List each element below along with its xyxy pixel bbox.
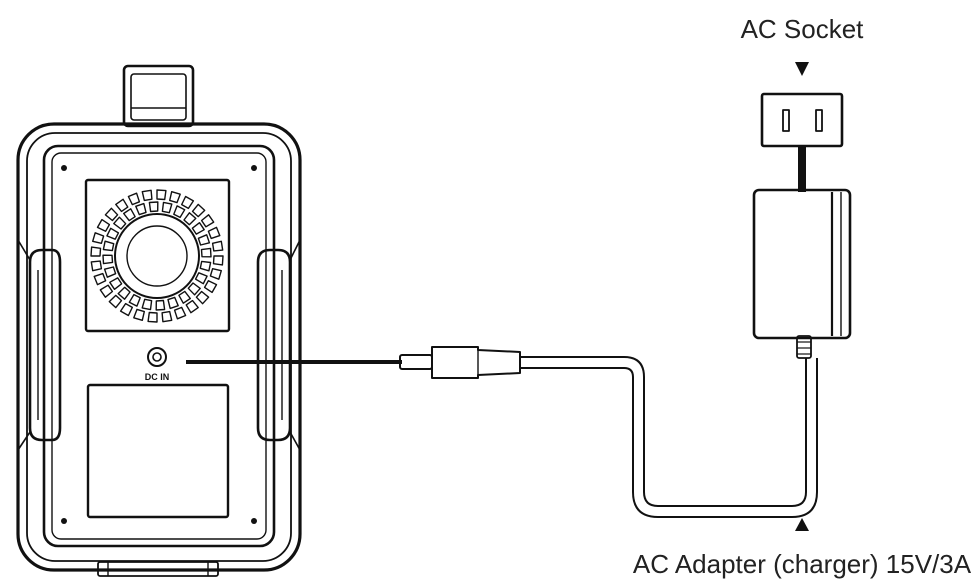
fan-vent-slot (178, 290, 192, 304)
fan-vent-slot (148, 201, 159, 213)
fan-vent-slot (180, 195, 195, 210)
fan-vent-slot (115, 198, 129, 213)
fan-vent-slot (106, 227, 120, 240)
strain-relief (796, 335, 812, 359)
fan-vent-slot (191, 203, 206, 218)
up-triangle-icon (795, 518, 809, 531)
fan-vent-slot (203, 280, 218, 294)
fan-vent-slot (102, 254, 114, 265)
fan-vent-slot (161, 201, 173, 214)
dc-cable (186, 346, 818, 518)
face-plate (42, 144, 276, 548)
fan-vent-icon (90, 189, 224, 323)
fan-vent-slot (93, 272, 107, 286)
adapter-brick (752, 188, 852, 340)
ac-adapter-label: AC Adapter (charger) 15V/3A (633, 549, 971, 579)
fan-vent-slot (103, 266, 117, 278)
fan-vent-slot (168, 190, 181, 204)
fan-vent-slot (156, 189, 167, 201)
adapter-cord (520, 356, 807, 507)
fan-vent-slot (102, 240, 115, 252)
lower-panel (86, 383, 230, 519)
bottom-feet (97, 561, 219, 577)
corner-screws (61, 165, 257, 524)
fan-vent-slot (195, 290, 210, 305)
fan-vent-slot (167, 296, 179, 310)
fan-vent-slot (161, 310, 173, 323)
fan-vent-slot (127, 192, 141, 206)
fan-vent-slot (90, 260, 103, 272)
fan-vent-slot (173, 306, 187, 320)
power-station (16, 64, 302, 577)
fan-vent-slot (122, 208, 136, 222)
fan-vent-slot (109, 277, 123, 290)
outer-shell (16, 122, 302, 572)
fan-panel (84, 178, 231, 333)
fan-vent-slot (200, 214, 215, 228)
plug-body (431, 346, 521, 379)
fan-vent-slot (197, 234, 211, 246)
fan-vent-slot (128, 293, 141, 307)
fan-vent-slot (91, 232, 105, 245)
fan-vent-slot (211, 240, 224, 252)
ac-adapter (752, 188, 852, 359)
left-grip (17, 239, 62, 451)
fan-vent-slot (187, 282, 201, 296)
fan-vent-slot (104, 207, 119, 222)
fan-vent-slot (191, 221, 205, 235)
plug-tip (399, 354, 433, 370)
fan-vent-slot (183, 212, 197, 226)
fan-vent-slot (141, 189, 153, 202)
fan-vent-slot (117, 286, 131, 300)
fan-vent-slot (141, 298, 153, 311)
fan-vent-slot (96, 218, 111, 233)
fan-vent-slot (185, 299, 199, 314)
fan-vent-slot (147, 311, 158, 323)
fan-vent-slot (90, 246, 102, 257)
socket-prong-left (782, 109, 790, 132)
fan-vent-slot (199, 260, 212, 272)
ac-socket (760, 92, 844, 148)
fan-vent-slot (119, 302, 134, 317)
fan-vent-slot (133, 308, 146, 321)
dc-in-port (147, 347, 167, 367)
top-handle (122, 64, 195, 128)
fan-vent-slot (200, 247, 212, 258)
fan-vent-slot (209, 268, 223, 280)
dc-in-label: DC IN (145, 372, 170, 382)
fan-vent-slot (212, 255, 224, 266)
right-grip (256, 239, 301, 451)
fan-vent-slot (135, 202, 147, 216)
socket-prong-right (815, 109, 823, 132)
fan-vent-slot (194, 272, 208, 285)
fan-vent-slot (155, 299, 166, 311)
fan-vent-slot (113, 216, 127, 230)
fan-vent-slot (207, 226, 221, 240)
fan-vent-slot (173, 205, 186, 219)
fan-vent-slot (99, 284, 114, 298)
ac-socket-label: AC Socket (741, 14, 865, 44)
down-triangle-icon (795, 62, 809, 76)
fan-vent-slot (108, 294, 123, 309)
